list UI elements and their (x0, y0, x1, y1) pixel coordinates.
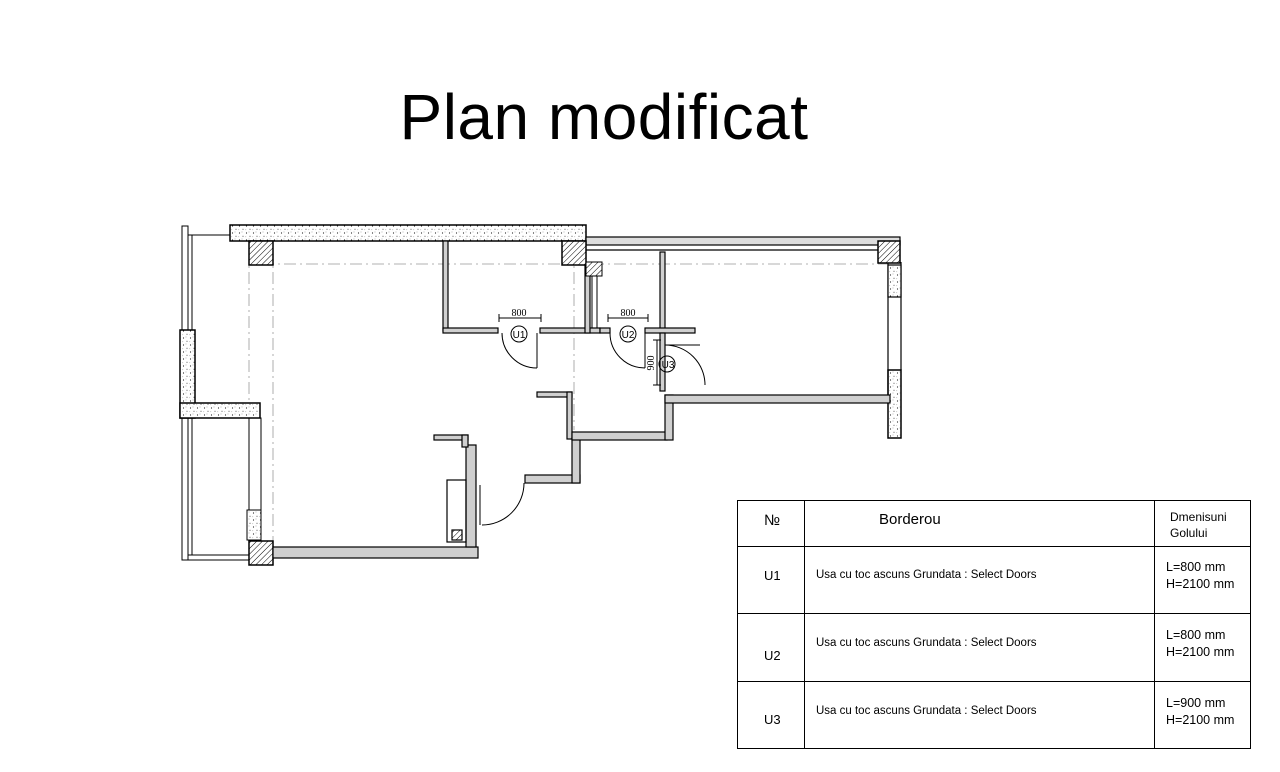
table-divider (804, 501, 805, 748)
row-width: L=800 mm (1166, 560, 1226, 574)
row-width: L=800 mm (1166, 628, 1226, 642)
bottom-wall (272, 434, 479, 559)
door-u2 (607, 314, 649, 369)
row-description: Usa cu toc ascuns Grundata : Select Door… (816, 705, 1037, 717)
row-description: Usa cu toc ascuns Grundata : Select Door… (816, 637, 1037, 649)
door-u3-tag: U3 (662, 360, 675, 371)
balcony-windows (181, 225, 262, 561)
row-height: H=2100 mm (1166, 713, 1235, 727)
concrete-walls (179, 224, 902, 439)
door-u1-dim: 800 (512, 308, 527, 319)
row-id: U3 (764, 712, 781, 727)
door-u1-tag: U1 (513, 330, 526, 341)
table-divider (738, 613, 1250, 614)
row-description: Usa cu toc ascuns Grundata : Select Door… (816, 569, 1037, 581)
header-number: № (764, 512, 781, 529)
door-u3 (653, 339, 706, 386)
row-id: U2 (764, 648, 781, 663)
thin-walls (585, 236, 902, 400)
door-schedule-table: № Borderou Dmenisuni Golului U1 Usa cu t… (737, 500, 1251, 749)
table-divider (1154, 501, 1155, 748)
header-dims-line2: Golului (1170, 526, 1208, 540)
columns (248, 240, 901, 566)
table-divider (738, 681, 1250, 682)
header-description: Borderou (879, 511, 941, 528)
row-width: L=900 mm (1166, 696, 1226, 710)
table-divider (738, 546, 1250, 547)
row-height: H=2100 mm (1166, 645, 1235, 659)
row-height: H=2100 mm (1166, 577, 1235, 591)
door-entrance (479, 482, 525, 526)
door-u2-dim: 800 (621, 308, 636, 319)
door-u1 (498, 314, 542, 369)
row-id: U1 (764, 568, 781, 583)
header-dims-line1: Dmenisuni (1170, 510, 1227, 524)
door-u3-dim: 900 (646, 356, 657, 371)
door-u2-tag: U2 (622, 330, 635, 341)
page-title: Plan modificat (399, 81, 809, 153)
partitions (442, 240, 891, 484)
shaft (585, 261, 603, 328)
